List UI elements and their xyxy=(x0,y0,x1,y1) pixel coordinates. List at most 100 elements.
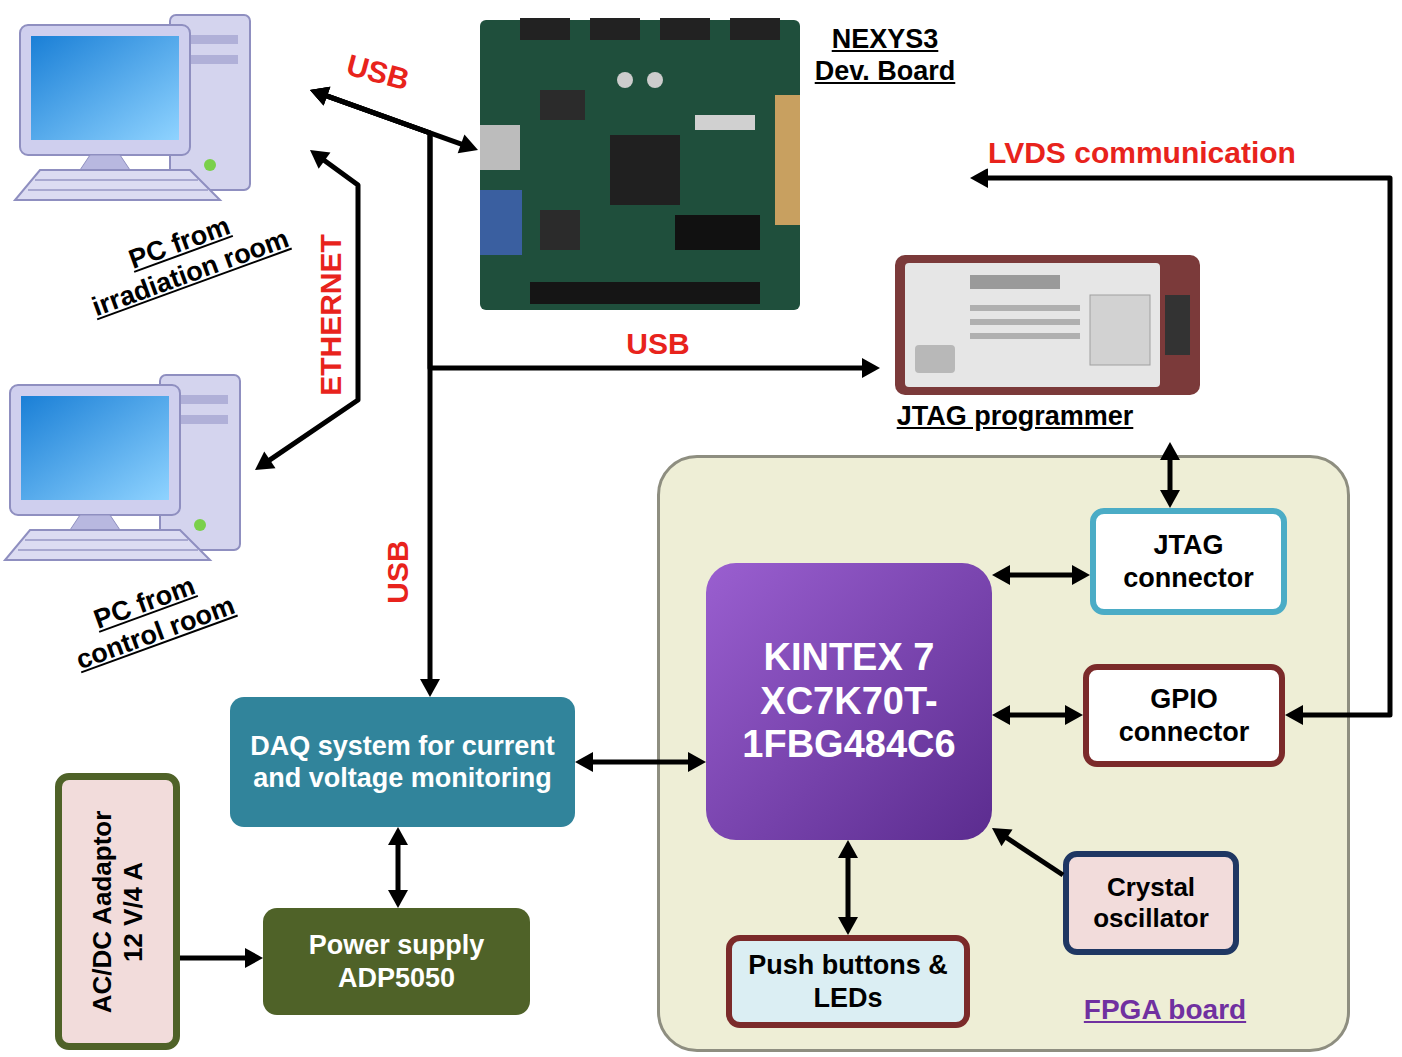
connector xyxy=(255,150,358,470)
arrow-head xyxy=(1065,705,1083,725)
connector-box: GPIO connector xyxy=(1083,664,1285,767)
connector xyxy=(992,828,1063,875)
computer-label: PC from control room xyxy=(50,555,251,681)
computer-label: PC from irradiation room xyxy=(66,188,304,328)
region-label: FPGA board xyxy=(1050,993,1280,1027)
dev-board-photo xyxy=(480,18,800,310)
connector-label: USB xyxy=(381,537,414,606)
arrow-head xyxy=(838,917,858,935)
illustration-part xyxy=(194,519,206,531)
arrow-head xyxy=(575,752,593,772)
connector-line xyxy=(589,760,692,765)
computer-node: PC from irradiation room xyxy=(10,10,310,330)
box-label: Push buttons & LEDs xyxy=(738,949,958,1014)
illustration-part xyxy=(610,135,680,205)
illustration-part xyxy=(530,282,760,304)
connector xyxy=(310,87,880,378)
connector xyxy=(180,948,263,968)
arrow-head xyxy=(862,358,880,378)
connector-label: USB xyxy=(623,327,692,360)
box-label: Power supply ADP5050 xyxy=(269,929,524,994)
illustration-part xyxy=(540,210,580,250)
illustration-part xyxy=(895,255,1200,395)
arrow-head xyxy=(310,150,330,169)
arrow-head xyxy=(458,135,478,154)
illustration-part xyxy=(1090,295,1150,365)
illustration-part xyxy=(204,159,216,171)
arrow-head xyxy=(310,87,330,106)
illustration-part xyxy=(20,25,190,155)
connector xyxy=(388,827,408,908)
connector xyxy=(310,87,440,697)
connector-line xyxy=(1006,573,1076,578)
connector xyxy=(1160,442,1180,508)
illustration-part xyxy=(480,20,800,310)
illustration-part xyxy=(905,263,1160,387)
connector-line xyxy=(267,158,358,462)
programmer-label: JTAG programmer xyxy=(880,400,1150,432)
component-box: Crystal oscillator xyxy=(1063,851,1239,955)
arrow-head xyxy=(970,168,988,188)
connector xyxy=(992,705,1083,725)
illustration-part xyxy=(80,155,130,170)
arrow-head xyxy=(1160,490,1180,508)
arrow-head xyxy=(992,828,1013,846)
connector-line xyxy=(984,178,1390,715)
arrow-head xyxy=(838,840,858,858)
connector-line xyxy=(323,95,866,368)
illustration-part xyxy=(775,95,800,225)
illustration-part xyxy=(480,190,522,255)
connector xyxy=(575,752,706,772)
connector-line xyxy=(1004,836,1063,875)
connector-label: ETHERNET xyxy=(314,231,347,399)
box-label: GPIO connector xyxy=(1095,683,1273,748)
connector-box: JTAG connector xyxy=(1090,508,1287,615)
connector-line xyxy=(396,841,401,894)
illustration-part xyxy=(21,396,169,500)
connector-line xyxy=(1168,456,1173,494)
illustration-part xyxy=(660,18,710,40)
arrow-head xyxy=(310,87,330,106)
illustration-part xyxy=(5,530,210,560)
illustration-part xyxy=(520,18,570,40)
arrow-head xyxy=(255,452,276,470)
fpga-chip: KINTEX 7 XC7K70T-1FBG484C6 xyxy=(706,563,992,840)
connector xyxy=(970,168,1390,725)
connector xyxy=(838,840,858,935)
computer-node: PC from control room xyxy=(5,370,255,685)
connector-label: USB xyxy=(340,47,416,97)
connector-label: LVDS communication xyxy=(985,136,1299,169)
connector-line xyxy=(180,956,249,961)
illustration-part xyxy=(915,345,955,373)
connector-line xyxy=(846,854,851,921)
box-label: AC/DC Aadaptor 12 V/4 A xyxy=(86,799,148,1024)
arrow-head xyxy=(388,890,408,908)
arrow-head xyxy=(420,679,440,697)
dev-board-node: NEXYS3 Dev. Board xyxy=(478,15,970,315)
arrow-head xyxy=(310,87,330,106)
connector-line xyxy=(323,95,465,146)
box-label: Crystal oscillator xyxy=(1075,872,1227,934)
arrow-head xyxy=(1285,705,1303,725)
chip-label: KINTEX 7 XC7K70T-1FBG484C6 xyxy=(716,636,982,767)
programmer-photo xyxy=(895,255,1200,395)
box-label: JTAG connector xyxy=(1102,529,1275,594)
arrow-head xyxy=(688,752,706,772)
board-region: FPGA board JTAG connectorKINTEX 7 XC7K70T… xyxy=(657,455,1350,1052)
arrow-head xyxy=(1072,565,1090,585)
box-label: DAQ system for current and voltage monit… xyxy=(248,730,557,795)
process-box: DAQ system for current and voltage monit… xyxy=(230,697,575,827)
arrow-head xyxy=(992,565,1010,585)
board-label: NEXYS3 Dev. Board xyxy=(805,23,965,88)
component-box: Push buttons & LEDs xyxy=(726,935,970,1028)
illustration-part xyxy=(1165,295,1190,355)
illustration-part xyxy=(10,385,180,515)
illustration-part xyxy=(647,72,663,88)
connector xyxy=(992,565,1090,585)
computer-icon xyxy=(15,15,250,200)
illustration-part xyxy=(540,90,585,120)
illustration-part xyxy=(617,72,633,88)
illustration-part xyxy=(970,305,1080,311)
illustration-part xyxy=(31,36,179,140)
process-box: Power supply ADP5050 xyxy=(263,908,530,1015)
